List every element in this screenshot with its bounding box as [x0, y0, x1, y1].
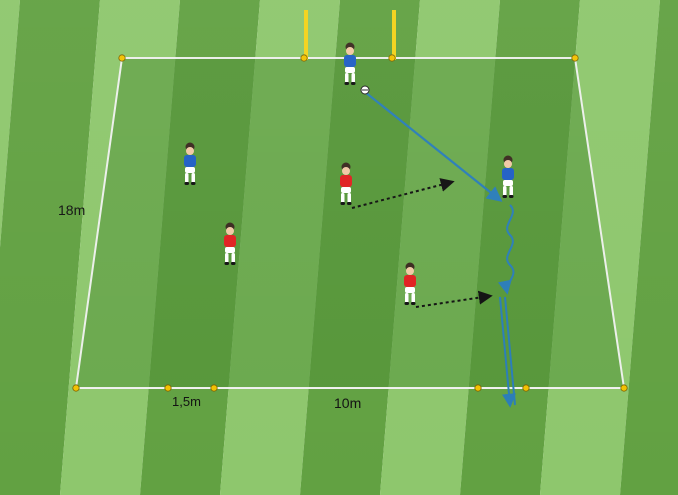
- pitch-canvas: 18m 1,5m 10m: [0, 0, 678, 495]
- drill-diagram: 18m 1,5m 10m: [0, 0, 678, 495]
